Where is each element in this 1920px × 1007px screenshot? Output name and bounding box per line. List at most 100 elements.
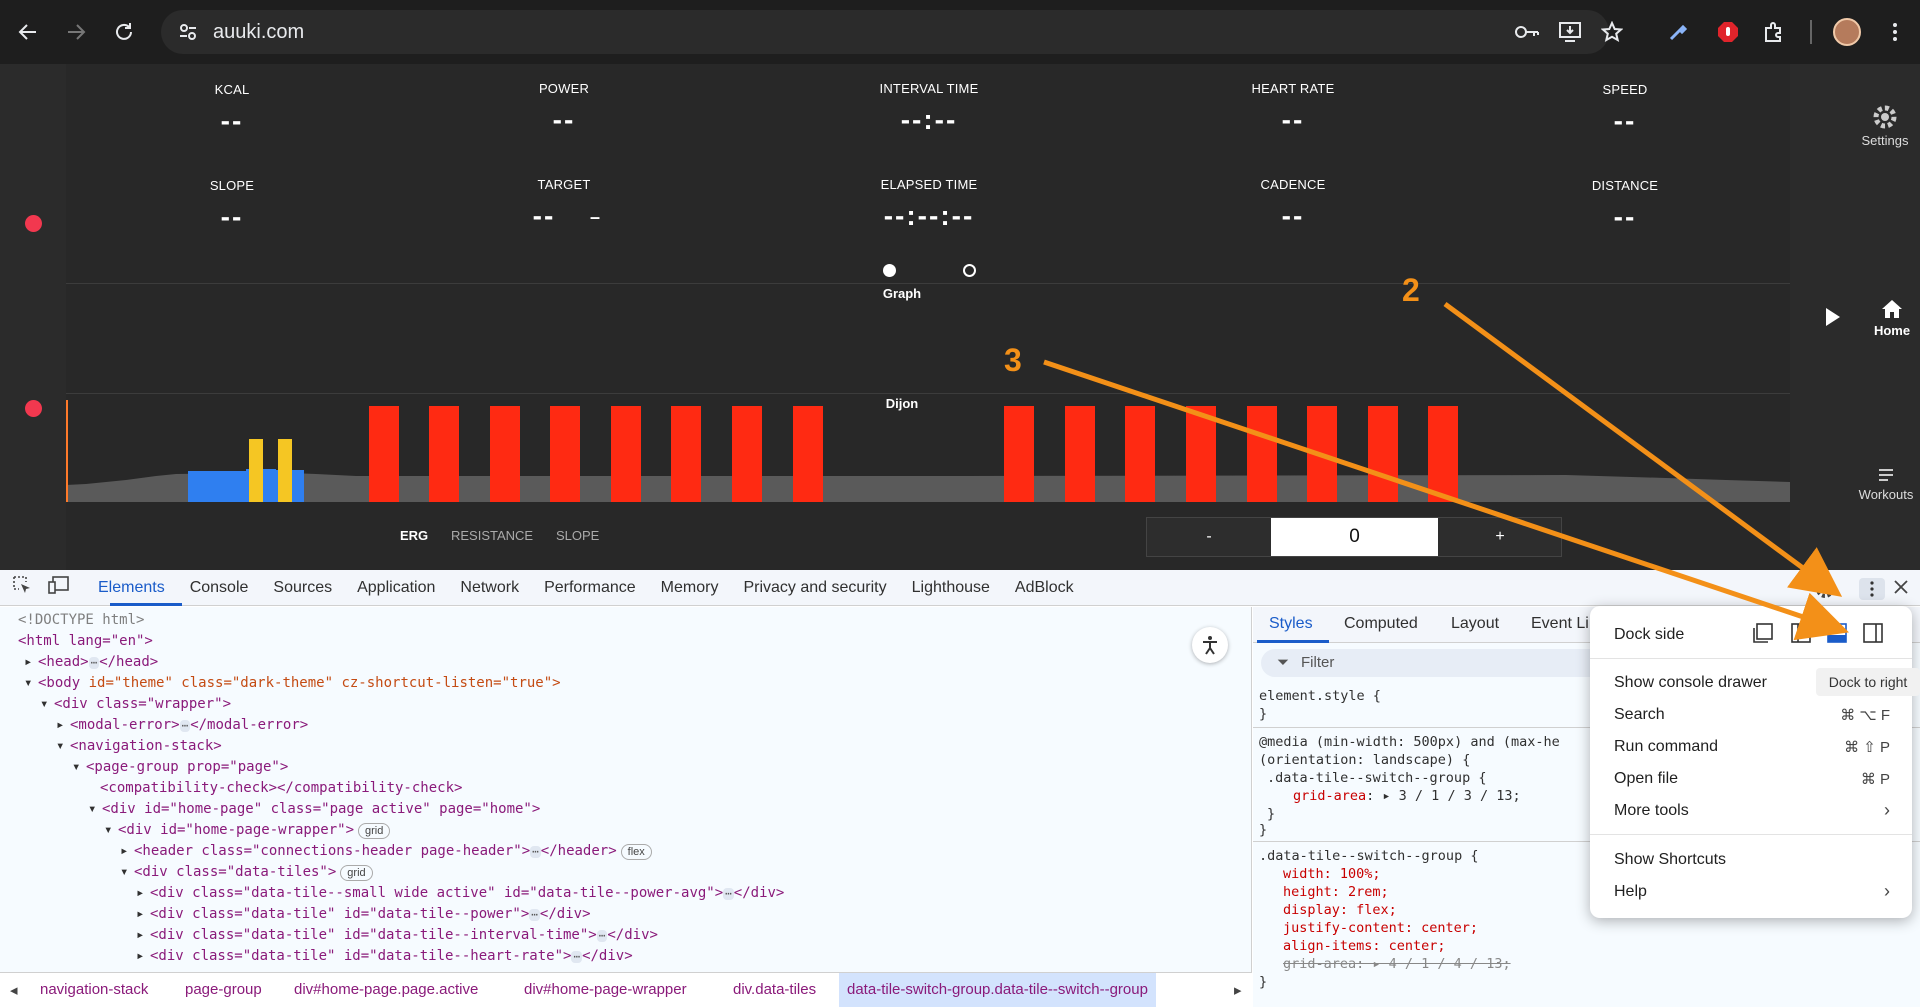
dom-tile-power[interactable]: ▸<div class="data-tile" id="data-tile--p… — [136, 906, 591, 922]
breadcrumb-page-group[interactable]: page-group — [185, 981, 262, 998]
reload-button[interactable] — [104, 12, 144, 52]
forward-button[interactable] — [56, 12, 96, 52]
eyedropper-extension-icon[interactable] — [1660, 14, 1696, 50]
dom-tile-heart-rate[interactable]: ▸<div class="data-tile" id="data-tile--h… — [136, 948, 633, 964]
dom-page-group[interactable]: ▾<page-group prop="page"> — [72, 759, 289, 775]
dom-modal-error[interactable]: ▸<modal-error>⋯</modal-error> — [56, 717, 309, 733]
install-app-icon[interactable] — [1552, 14, 1588, 50]
browser-menu-icon[interactable] — [1877, 14, 1913, 50]
css-grid-area-1[interactable]: grid-area: ▸ 3 / 1 / 3 / 13; — [1293, 788, 1521, 804]
css-width[interactable]: width: 100%; — [1283, 866, 1381, 882]
css-height[interactable]: height: 2rem; — [1283, 884, 1389, 900]
css-justify[interactable]: justify-content: center; — [1283, 920, 1479, 936]
css-element-style[interactable]: element.style { — [1259, 688, 1381, 704]
tab-sources[interactable]: Sources — [273, 578, 333, 596]
workout-profile-graph[interactable] — [66, 390, 1790, 502]
dom-tile-interval[interactable]: ▸<div class="data-tile" id="data-tile--i… — [136, 927, 658, 943]
tab-elements[interactable]: Elements — [98, 578, 165, 596]
dom-data-tiles[interactable]: ▾<div class="data-tiles">grid — [120, 862, 373, 883]
breadcrumb-scroll-right-icon[interactable]: ▸ — [1234, 982, 1242, 999]
stepper-value[interactable]: 0 — [1271, 518, 1438, 556]
tab-adblock[interactable]: AdBlock — [1014, 578, 1074, 596]
tile-power[interactable]: POWER-- — [538, 81, 590, 135]
dom-navigation-stack[interactable]: ▾<navigation-stack> — [56, 738, 222, 754]
css-grid-area-overridden[interactable]: grid-area: ▸ 4 / 1 / 4 / 13; — [1283, 956, 1511, 972]
back-button[interactable] — [8, 12, 48, 52]
menu-run-command[interactable]: Run command — [1614, 738, 1719, 755]
nav-home[interactable]: Home — [1868, 298, 1916, 338]
adblock-extension-icon[interactable] — [1710, 14, 1746, 50]
menu-open-file[interactable]: Open file — [1614, 770, 1679, 787]
css-selector-1[interactable]: .data-tile--switch--group { — [1267, 770, 1487, 786]
breadcrumb-home-page-wrapper[interactable]: div#home-page-wrapper — [524, 981, 687, 998]
tab-console[interactable]: Console — [189, 578, 249, 596]
inspect-element-icon[interactable] — [12, 575, 32, 600]
menu-show-shortcuts[interactable]: Show Shortcuts — [1614, 851, 1727, 868]
tab-event-listeners[interactable]: Event Li — [1531, 615, 1589, 632]
breadcrumb-switch-group[interactable]: data-tile-switch-group.data-tile--switch… — [839, 973, 1156, 1007]
dom-compat-check[interactable]: <compatibility-check></compatibility-che… — [100, 780, 463, 796]
tile-slope[interactable]: SLOPE-- — [209, 178, 255, 232]
breadcrumb-home-page[interactable]: div#home-page.page.active — [294, 981, 479, 998]
mode-erg[interactable]: ERG — [400, 528, 429, 543]
css-selector-2[interactable]: .data-tile--switch--group { — [1259, 848, 1479, 864]
pager-dot-active[interactable] — [883, 264, 896, 277]
address-bar[interactable]: auuki.com — [161, 10, 1609, 54]
password-key-icon[interactable] — [1509, 14, 1545, 50]
tile-distance[interactable]: DISTANCE-- — [1591, 178, 1659, 232]
undock-icon[interactable] — [1752, 622, 1774, 649]
dom-html[interactable]: <html lang="en"> — [18, 633, 153, 649]
device-toolbar-icon[interactable] — [48, 575, 70, 600]
devtools-kebab-menu-icon[interactable] — [1859, 578, 1885, 600]
tile-target[interactable]: TARGET-- — [532, 177, 591, 231]
menu-search[interactable]: Search — [1614, 706, 1665, 723]
pager-dot-inactive[interactable] — [963, 264, 976, 277]
dom-tile-power-avg[interactable]: ▸<div class="data-tile--small wide activ… — [136, 885, 785, 901]
css-display[interactable]: display: flex; — [1283, 902, 1397, 918]
profile-avatar[interactable] — [1829, 14, 1865, 50]
tab-network[interactable]: Network — [460, 578, 520, 596]
decrease-button[interactable]: - — [1206, 528, 1212, 545]
tab-layout[interactable]: Layout — [1451, 615, 1500, 632]
breadcrumb-navigation-stack[interactable]: navigation-stack — [40, 981, 149, 998]
tile-kcal[interactable]: KCAL-- — [214, 82, 250, 136]
menu-help[interactable]: Help — [1614, 883, 1647, 900]
tab-lighthouse[interactable]: Lighthouse — [911, 578, 990, 596]
dom-body[interactable]: ▾<body id="theme" class="dark-theme" cz-… — [24, 675, 561, 691]
url-text[interactable]: auuki.com — [213, 20, 305, 43]
accessibility-icon[interactable] — [1192, 627, 1228, 663]
nav-settings[interactable]: Settings — [1850, 104, 1920, 148]
tile-speed[interactable]: SPEED-- — [1602, 82, 1648, 136]
close-devtools-icon[interactable] — [1892, 578, 1910, 601]
nav-workouts[interactable]: Workouts — [1852, 466, 1920, 502]
mode-slope[interactable]: SLOPE — [556, 528, 600, 543]
mode-resistance[interactable]: RESISTANCE — [451, 528, 534, 543]
css-align[interactable]: align-items: center; — [1283, 938, 1446, 954]
menu-show-console-drawer[interactable]: Show console drawer — [1614, 674, 1767, 691]
tile-heart-rate[interactable]: HEART RATE-- — [1251, 81, 1335, 135]
dock-right-icon[interactable] — [1862, 622, 1884, 649]
tab-privacy-security[interactable]: Privacy and security — [743, 578, 887, 596]
tab-computed[interactable]: Computed — [1344, 615, 1418, 632]
tab-styles[interactable]: Styles — [1269, 615, 1313, 632]
menu-more-tools[interactable]: More tools — [1614, 802, 1689, 819]
dom-home-page[interactable]: ▾<div id="home-page" class="page active"… — [88, 801, 541, 817]
dom-doctype[interactable]: <!DOCTYPE html> — [18, 612, 145, 628]
bookmark-star-icon[interactable] — [1594, 14, 1630, 50]
tab-performance[interactable]: Performance — [544, 578, 636, 596]
dom-wrapper[interactable]: ▾<div class="wrapper"> — [40, 696, 232, 712]
tab-memory[interactable]: Memory — [660, 578, 719, 596]
tab-application[interactable]: Application — [357, 578, 436, 596]
site-info-icon[interactable] — [177, 21, 199, 43]
dom-header[interactable]: ▸<header class="connections-header page-… — [120, 841, 652, 862]
dom-head[interactable]: ▸<head>⋯</head> — [24, 654, 159, 670]
breadcrumb-scroll-left-icon[interactable]: ◂ — [10, 982, 18, 999]
increase-button[interactable]: + — [1495, 528, 1505, 545]
css-media-query[interactable]: @media (min-width: 500px) and (max-he — [1259, 734, 1560, 750]
breadcrumb-data-tiles[interactable]: div.data-tiles — [733, 981, 817, 998]
tile-interval-time[interactable]: INTERVAL TIME--:-- — [879, 81, 979, 135]
dom-home-page-wrapper[interactable]: ▾<div id="home-page-wrapper">grid — [104, 820, 391, 841]
tile-elapsed-time[interactable]: ELAPSED TIME--:--:-- — [880, 177, 978, 231]
play-icon[interactable] — [1824, 306, 1842, 333]
extensions-puzzle-icon[interactable] — [1756, 14, 1792, 50]
